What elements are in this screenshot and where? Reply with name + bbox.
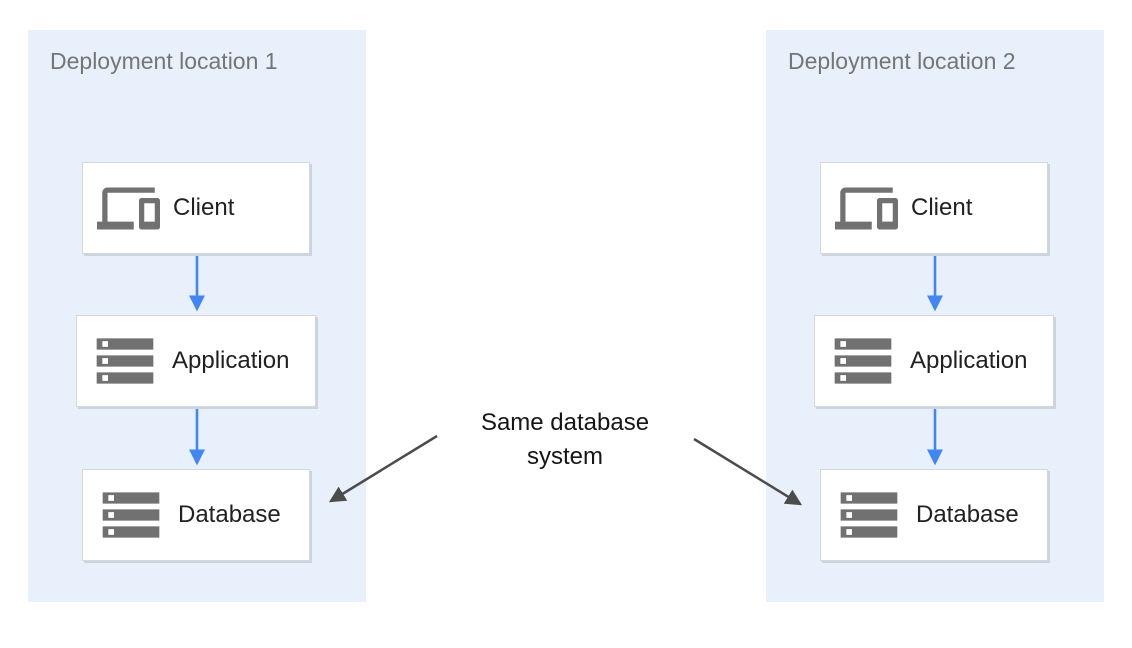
devices-icon [97,187,160,229]
server-stack-icon [840,492,898,538]
server-stack-icon [102,492,160,538]
node-application-1: Application [76,315,316,407]
node-label: Client [173,194,235,221]
annotation-same-database-system: Same database system [480,409,650,470]
zone-1-title: Deployment location 1 [50,48,278,74]
zone-2-title: Deployment location 2 [788,48,1016,74]
server-stack-icon [96,338,154,384]
node-application-2: Application [814,315,1054,407]
node-label: Client [911,194,973,221]
deployment-zone-1: Deployment location 1 Client Application… [28,30,366,602]
deployment-zone-2: Deployment location 2 Client Application… [766,30,1104,602]
node-database-1: Database [82,469,310,561]
node-client-1: Client [82,162,310,254]
node-label: Database [916,501,1019,528]
node-database-2: Database [820,469,1048,561]
server-stack-icon [834,338,892,384]
devices-icon [835,187,898,229]
node-label: Application [172,347,290,374]
node-client-2: Client [820,162,1048,254]
node-label: Application [910,347,1028,374]
node-label: Database [178,501,281,528]
